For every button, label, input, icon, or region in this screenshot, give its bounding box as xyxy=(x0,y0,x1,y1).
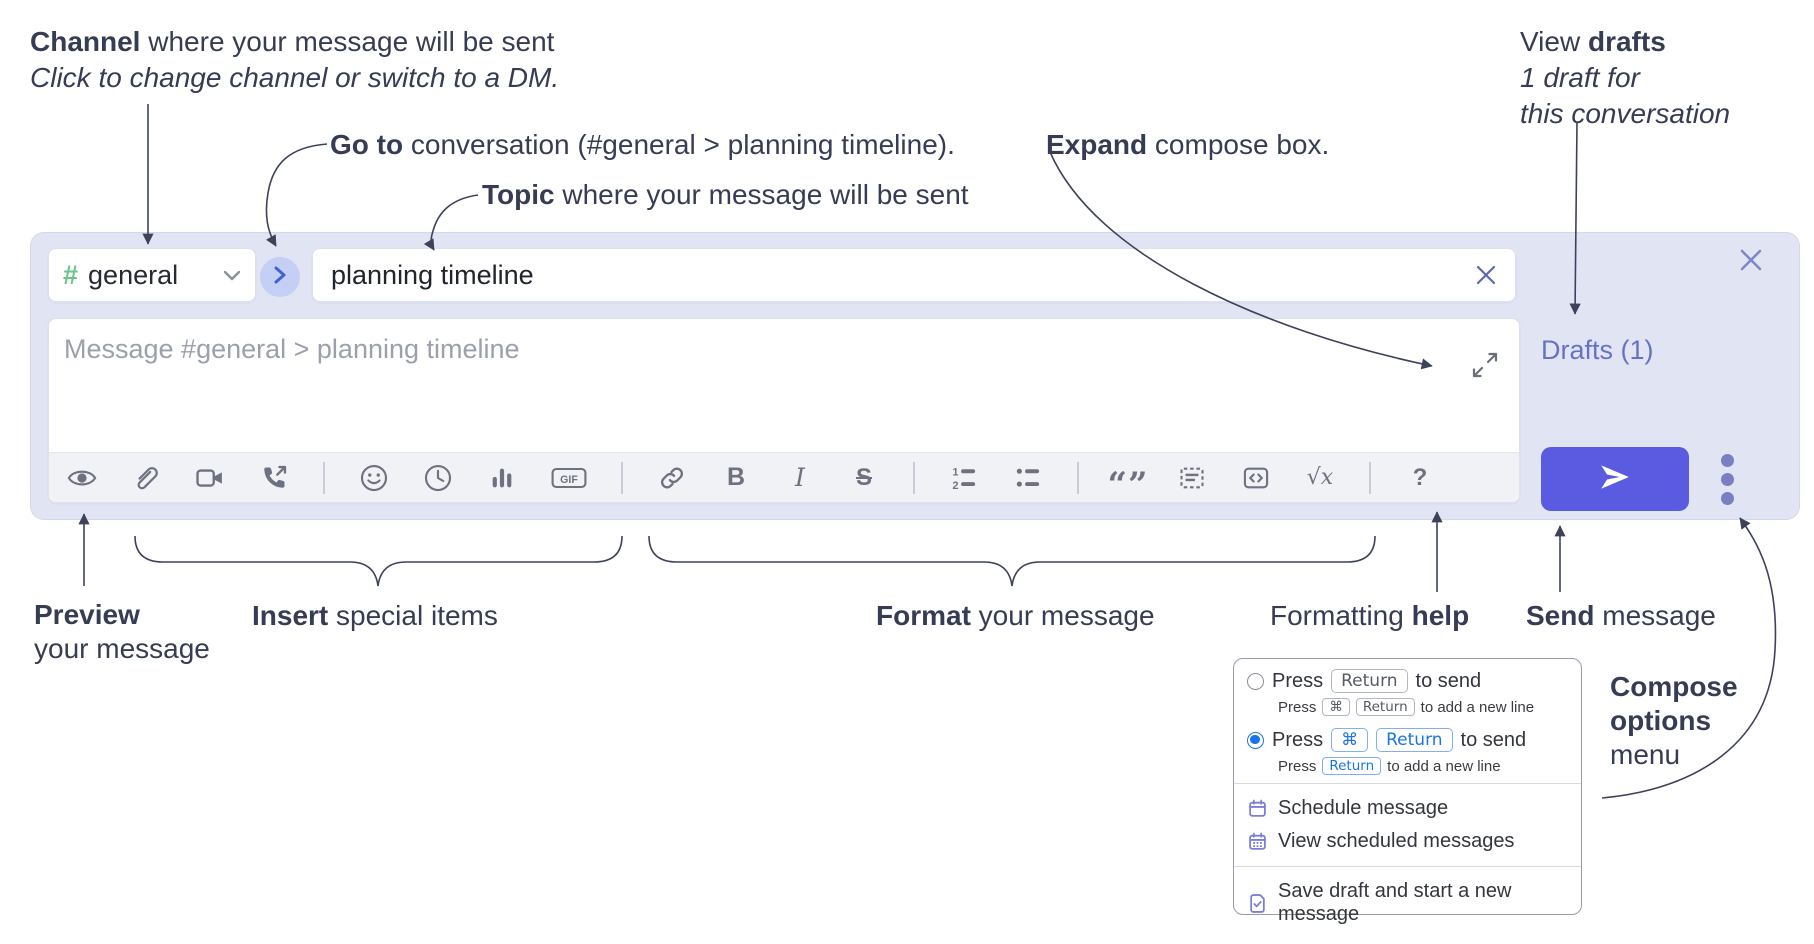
toolbar-divider xyxy=(1077,461,1079,494)
cmd-enter-sends-subtext: Press Return to add a new line xyxy=(1278,757,1501,775)
annotation-view-drafts: View drafts 1 draft for this conversatio… xyxy=(1520,26,1731,129)
gif-icon[interactable]: GIF xyxy=(551,463,587,493)
voice-call-icon[interactable] xyxy=(259,463,289,493)
emoji-icon[interactable] xyxy=(359,463,389,493)
math-icon[interactable]: √x xyxy=(1306,465,1334,490)
quote-icon[interactable]: “” xyxy=(1107,464,1149,505)
channel-selector[interactable]: # general xyxy=(48,248,256,302)
compose-toolbar: GIF B I S 1 2 xyxy=(49,452,1519,502)
channel-hash-icon: # xyxy=(63,259,79,290)
compose-options-menu: Press Return to send Press ⌘ Return to a… xyxy=(1233,658,1582,925)
send-button[interactable] xyxy=(1541,447,1689,511)
attach-paperclip-icon[interactable] xyxy=(131,463,161,493)
enter-sends-option[interactable]: Press Return to send xyxy=(1234,669,1581,693)
message-area: GIF B I S 1 2 xyxy=(48,318,1520,503)
poll-icon[interactable] xyxy=(487,463,517,493)
strikethrough-icon[interactable]: S xyxy=(855,463,872,491)
cmd-enter-sends-option[interactable]: Press ⌘ Return to send xyxy=(1234,728,1581,752)
enter-sends-subtext: Press ⌘ Return to add a new line xyxy=(1278,698,1535,716)
video-call-icon[interactable] xyxy=(195,463,225,493)
annotation-send: Send message xyxy=(1526,600,1716,631)
annotation-compose-options: Compose options menu xyxy=(1610,671,1738,770)
channel-name: general xyxy=(88,259,179,290)
clear-topic-icon[interactable] xyxy=(1471,260,1501,290)
toolbar-divider xyxy=(1369,461,1371,494)
topic-input-wrapper xyxy=(312,248,1516,302)
svg-text:2: 2 xyxy=(952,480,958,492)
return-key: Return xyxy=(1322,757,1382,775)
spoiler-icon[interactable] xyxy=(1177,463,1207,493)
menu-divider xyxy=(1234,783,1581,784)
expand-compose-icon[interactable] xyxy=(1471,351,1499,379)
draft-document-icon xyxy=(1248,893,1267,913)
compose-options-ellipsis-icon[interactable] xyxy=(1713,453,1741,505)
cmd-key: ⌘ xyxy=(1331,728,1369,752)
chevron-right-icon xyxy=(273,266,287,289)
drafts-link[interactable]: Drafts (1) xyxy=(1541,335,1654,365)
italic-icon[interactable]: I xyxy=(795,463,805,492)
return-key: Return xyxy=(1355,698,1415,716)
message-input[interactable] xyxy=(49,319,1519,451)
annotation-expand: Expand compose box. xyxy=(1046,129,1330,160)
annotation-goto: Go to conversation (#general > planning … xyxy=(330,129,955,160)
svg-text:1: 1 xyxy=(952,466,958,478)
send-plane-icon xyxy=(1596,460,1634,499)
radio-selected-icon[interactable] xyxy=(1247,731,1264,749)
menu-divider xyxy=(1234,866,1581,867)
radio-unselected-icon[interactable] xyxy=(1247,672,1264,690)
return-key: Return xyxy=(1376,728,1453,752)
toolbar-divider xyxy=(323,461,325,494)
link-icon[interactable] xyxy=(657,463,687,493)
numbered-list-icon[interactable]: 1 2 xyxy=(949,463,979,493)
preview-eye-icon[interactable] xyxy=(67,463,97,493)
arrow-goto xyxy=(265,143,328,247)
annotation-formatting-help: Formatting help xyxy=(1270,600,1470,631)
annotation-preview: Preview your message xyxy=(34,599,210,664)
annotation-topic: Topic where your message will be sent xyxy=(482,179,969,210)
topic-input[interactable] xyxy=(313,259,1471,291)
menu-item-schedule-message[interactable]: Schedule message xyxy=(1234,792,1581,825)
bold-icon[interactable]: B xyxy=(726,463,746,491)
message-formatting-help-icon[interactable]: ? xyxy=(1412,463,1428,491)
chevron-down-icon xyxy=(223,270,241,281)
go-to-conversation-button[interactable] xyxy=(260,257,300,297)
toolbar-divider xyxy=(913,461,915,494)
annotation-channel: Channel where your message will be sent … xyxy=(30,26,560,93)
annotation-insert: Insert special items xyxy=(252,600,498,631)
close-compose-icon[interactable] xyxy=(1737,246,1765,274)
annotation-format: Format your message xyxy=(876,600,1155,631)
brace-format xyxy=(648,535,1376,587)
compose-box: # general xyxy=(30,232,1800,520)
calendar-grid-icon xyxy=(1248,832,1267,851)
cmd-key: ⌘ xyxy=(1322,698,1350,716)
code-icon[interactable] xyxy=(1241,463,1271,493)
menu-item-view-scheduled[interactable]: View scheduled messages xyxy=(1234,825,1581,858)
toolbar-divider xyxy=(621,461,623,494)
time-icon[interactable] xyxy=(423,463,453,493)
menu-item-save-draft[interactable]: Save draft and start a new message xyxy=(1234,875,1581,931)
return-key: Return xyxy=(1331,669,1408,693)
calendar-icon xyxy=(1248,799,1267,818)
brace-insert xyxy=(134,535,623,587)
bulleted-list-icon[interactable] xyxy=(1013,463,1043,493)
svg-text:GIF: GIF xyxy=(560,473,578,485)
